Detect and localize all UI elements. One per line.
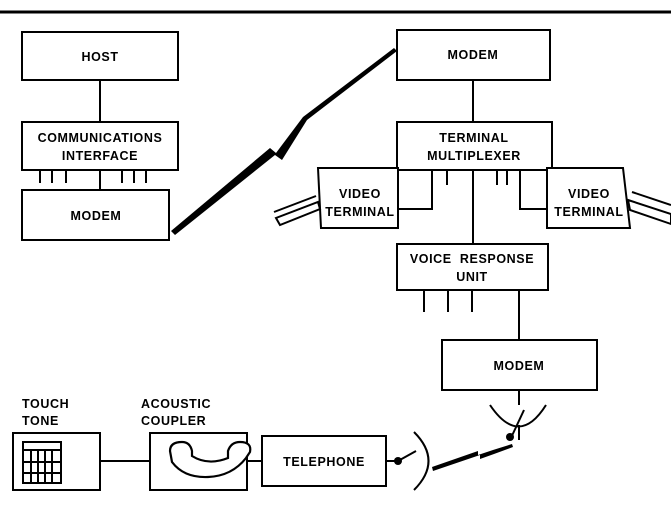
interface-port-ticks <box>40 170 146 183</box>
antenna-dish-icon <box>394 432 429 490</box>
host-node: HOST <box>22 32 178 80</box>
touch-tone-label-line1: TOUCH <box>22 397 69 411</box>
terminal-multiplexer-node: TERMINAL MULTIPLEXER <box>397 122 552 170</box>
acoustic-coupler-label-line2: COUPLER <box>141 414 206 428</box>
video-terminal-right-label-line2: TERMINAL <box>554 205 623 219</box>
modem-left-label: MODEM <box>71 209 122 223</box>
mux-label-line2: MULTIPLEXER <box>427 149 521 163</box>
video-terminal-left: VIDEO TERMINAL <box>274 168 398 228</box>
mux-port-ticks <box>447 170 507 185</box>
acoustic-coupler-label-line1: ACOUSTIC <box>141 397 211 411</box>
video-terminal-left-label-line1: VIDEO <box>339 187 381 201</box>
telephone-node: TELEPHONE <box>262 436 386 486</box>
comm-interface-label-line1: COMMUNICATIONS <box>38 131 163 145</box>
host-label: HOST <box>81 50 118 64</box>
mux-label-line1: TERMINAL <box>439 131 508 145</box>
modem-bottom-node: MODEM <box>442 340 597 390</box>
modem-top-node: MODEM <box>397 30 550 80</box>
telephone-label: TELEPHONE <box>283 455 365 469</box>
video-terminal-right-label-line1: VIDEO <box>568 187 610 201</box>
communications-interface-node: COMMUNICATIONS INTERFACE <box>22 122 178 170</box>
voice-response-label-line1: VOICE RESPONSE <box>410 252 534 266</box>
touch-tone-label-line2: TONE <box>22 414 59 428</box>
voice-response-unit-node: VOICE RESPONSE UNIT <box>397 244 548 290</box>
modem-top-label: MODEM <box>448 48 499 62</box>
comm-interface-label-line2: INTERFACE <box>62 149 138 163</box>
touch-tone-node: TOUCH TONE <box>13 397 100 490</box>
video-terminal-left-label-line2: TERMINAL <box>325 205 394 219</box>
voice-port-ticks <box>424 290 472 312</box>
modem-left-node: MODEM <box>22 190 169 240</box>
keypad-icon <box>23 442 61 483</box>
voice-response-label-line2: UNIT <box>456 270 488 284</box>
modem-bottom-label: MODEM <box>494 359 545 373</box>
lightning-link-icon <box>432 444 513 471</box>
mux-to-right-terminal-link <box>520 170 547 209</box>
antenna-dish-icon <box>490 405 546 441</box>
mux-to-left-terminal-link <box>398 170 432 209</box>
video-terminal-right: VIDEO TERMINAL <box>547 168 671 228</box>
